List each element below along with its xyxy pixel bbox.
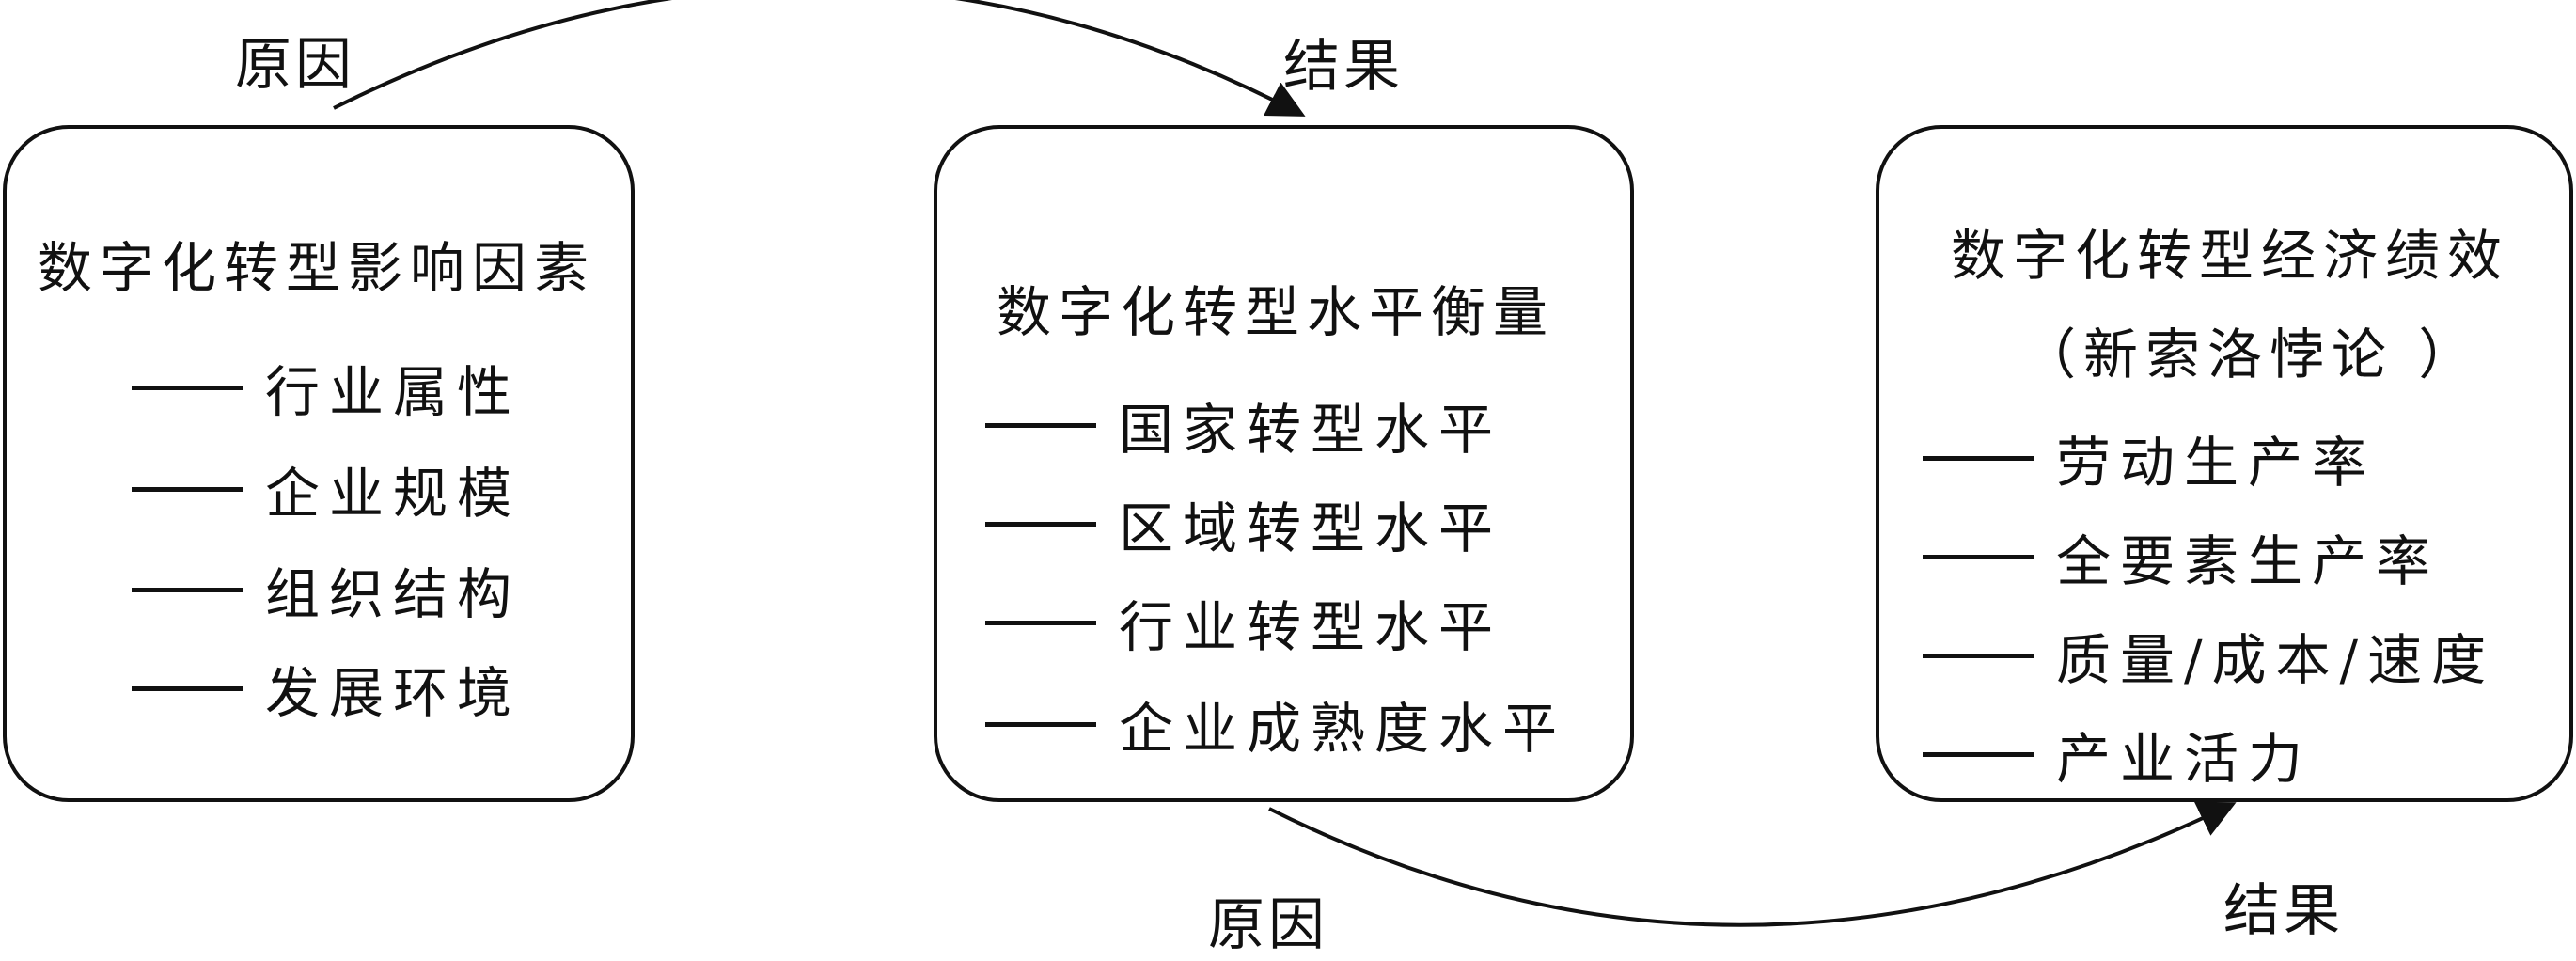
- dash-line: [985, 521, 1096, 527]
- economic-performance-box: [1876, 125, 2573, 802]
- list-item: 行业属性: [132, 348, 521, 427]
- list-item: 行业转型水平: [985, 583, 1502, 662]
- dash-line: [1923, 653, 2034, 658]
- list-item: 发展环境: [132, 649, 521, 728]
- list-item: 全要素生产率: [1923, 517, 2440, 596]
- arrow-top-effect-label: 结果: [1283, 34, 1404, 100]
- cause-effect-arrow-top: [333, 0, 1306, 117]
- dash-line: [985, 422, 1096, 428]
- economic-performance-subtitle: （新索洛悖论 ）: [2021, 323, 2481, 386]
- dash-line: [132, 486, 243, 492]
- dash-line: [1923, 751, 2034, 757]
- dash-line: [1923, 455, 2034, 461]
- arrow-top-cause-label: 原因: [235, 32, 355, 98]
- list-item: 产业活力: [1923, 715, 2312, 794]
- dash-line: [985, 620, 1096, 625]
- list-item: 组织结构: [132, 550, 521, 629]
- dash-line: [132, 385, 243, 390]
- influencing-factors-title: 数字化转型影响因素: [38, 236, 597, 300]
- arrows-layer: [333, 0, 2237, 927]
- dash-line: [1923, 554, 2034, 559]
- economic-performance-title: 数字化转型经济绩效: [1951, 224, 2510, 288]
- transformation-level-title: 数字化转型水平衡量: [997, 280, 1556, 344]
- arrow-bottom-cause-label: 原因: [1208, 892, 1328, 958]
- list-item: 质量/成本/速度: [1923, 616, 2495, 695]
- dash-line: [985, 721, 1096, 727]
- list-item: 企业成熟度水平: [985, 685, 1566, 764]
- list-item: 国家转型水平: [985, 386, 1502, 465]
- influencing-factors-box: [3, 125, 635, 802]
- cause-effect-arrow-bottom: [1268, 801, 2237, 927]
- dash-line: [132, 587, 243, 592]
- transformation-level-box: [934, 125, 1634, 802]
- list-item: 区域转型水平: [985, 484, 1502, 563]
- list-item: 企业规模: [132, 449, 521, 528]
- list-item: 劳动生产率: [1923, 418, 2376, 497]
- dash-line: [132, 685, 243, 691]
- arrow-bottom-effect-label: 结果: [2223, 878, 2344, 944]
